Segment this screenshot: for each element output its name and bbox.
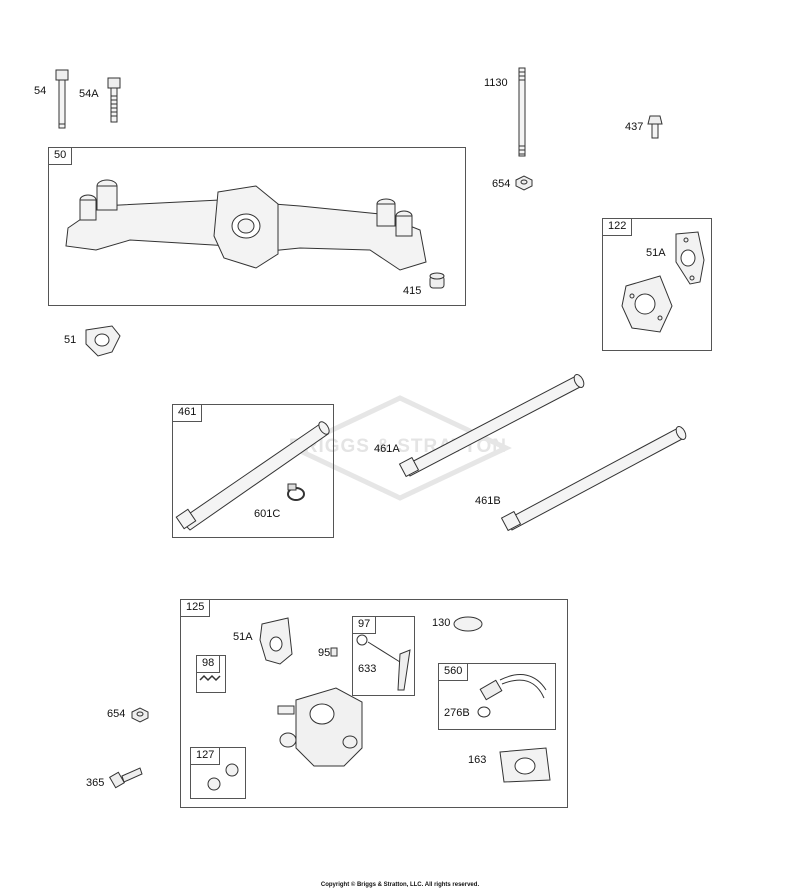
gasket-163 (499, 747, 551, 783)
callout-415: 415 (403, 285, 422, 297)
callout-654-bottom: 654 (107, 708, 126, 720)
tube-461b (500, 426, 687, 532)
gasket-51 (85, 325, 121, 357)
solenoid-276b (477, 674, 547, 718)
callout-163: 163 (468, 754, 487, 766)
nut-654-top (515, 175, 533, 191)
manifold-50 (65, 179, 427, 271)
callout-654-top: 654 (492, 178, 511, 190)
callout-365: 365 (86, 777, 105, 789)
bolt-365 (108, 767, 143, 789)
callout-601c: 601C (254, 508, 281, 520)
plug-130 (453, 616, 483, 632)
group-box-127: 127 (190, 747, 246, 799)
tube-461 (175, 421, 330, 531)
group-number-97: 97 (353, 617, 377, 634)
callout-54a: 54A (79, 88, 99, 100)
group-box-461: 461 (172, 404, 334, 538)
callout-95: 95 (318, 647, 331, 659)
stud-1130 (518, 67, 526, 157)
spring-98 (199, 674, 221, 682)
group-number-127: 127 (191, 748, 221, 765)
screw-95 (330, 647, 338, 657)
tube-461a (398, 374, 585, 478)
group-number-560: 560 (439, 664, 469, 681)
callout-51a-top: 51A (646, 247, 666, 259)
group-number-461: 461 (173, 405, 203, 422)
plugs-127 (207, 763, 239, 791)
clamp-601c (287, 483, 305, 501)
carburetor-body (277, 687, 363, 767)
bolt-54 (55, 69, 69, 129)
group-number-98: 98 (197, 656, 221, 673)
group-number-122: 122 (603, 219, 633, 236)
gasket-122 (621, 275, 673, 333)
group-box-98: 98 (196, 655, 226, 693)
callout-461a: 461A (374, 443, 400, 455)
callout-1130: 1130 (484, 77, 508, 89)
nut-654-bottom (131, 707, 149, 723)
callout-54: 54 (34, 85, 47, 97)
gasket-51a-lower (259, 617, 293, 665)
group-box-122: 122 (602, 218, 712, 351)
cap-415 (429, 272, 445, 289)
bolt-54a (107, 77, 121, 123)
callout-276b: 276B (444, 707, 470, 719)
group-number-125: 125 (181, 600, 211, 617)
callout-633: 633 (358, 663, 377, 675)
group-box-125: 125 (180, 599, 568, 808)
callout-130: 130 (432, 617, 451, 629)
bolt-437 (647, 115, 663, 139)
group-box-97: 97 (352, 616, 415, 696)
group-number-50: 50 (49, 148, 73, 165)
callout-51a-lower: 51A (233, 631, 253, 643)
callout-51: 51 (64, 334, 77, 346)
gasket-51a-kit (675, 231, 705, 285)
group-box-560: 560 (438, 663, 556, 730)
copyright-notice: Copyright © Briggs & Stratton, LLC. All … (320, 882, 480, 888)
callout-461b: 461B (475, 495, 501, 507)
callout-437: 437 (625, 121, 644, 133)
group-box-50: 50 (48, 147, 466, 306)
throttle-shaft-633 (356, 634, 411, 691)
